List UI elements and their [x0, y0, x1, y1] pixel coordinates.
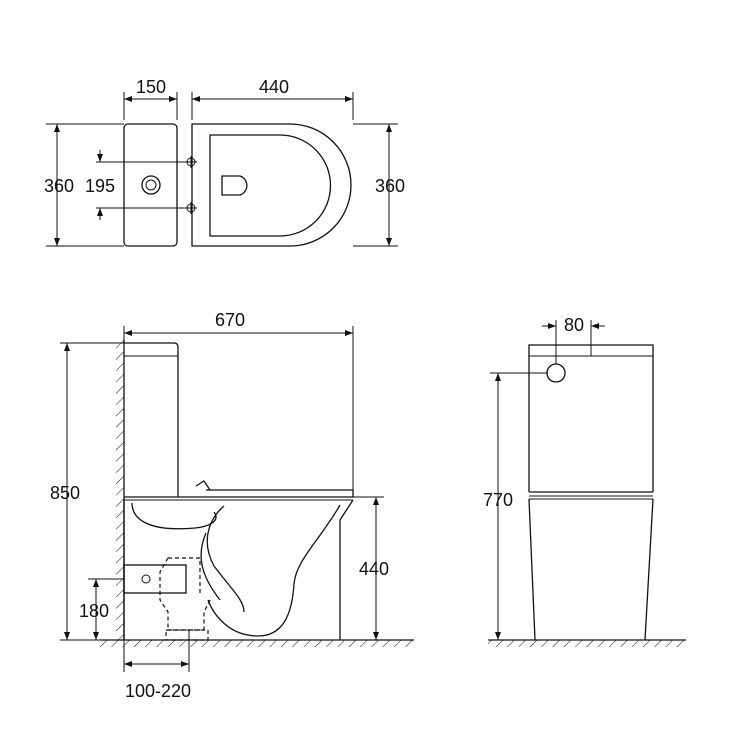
- front-view-tank: [528, 344, 654, 492]
- dim-bowl-length: 440: [259, 77, 289, 97]
- side-view-trapway: [131, 502, 245, 613]
- top-view-tank: [123, 123, 178, 247]
- dim-button-height: 770: [483, 490, 513, 510]
- dim-total-height: 850: [50, 483, 80, 503]
- side-view-tank: [124, 342, 179, 497]
- top-view-flush-button: [141, 175, 161, 195]
- dim-bowl-width: 360: [375, 176, 405, 196]
- top-view-drain: [221, 175, 248, 196]
- side-view-seat: [124, 489, 354, 498]
- side-view-body: [123, 499, 354, 640]
- dim-tank-depth: 150: [136, 77, 166, 97]
- dim-inlet-spacing: 195: [85, 176, 115, 196]
- dim-seat-height: 440: [359, 559, 389, 579]
- front-view-body: [528, 498, 654, 641]
- side-view-outlet-dashed: [159, 557, 211, 631]
- dim-tank-width: 360: [44, 176, 74, 196]
- front-view: 80 770: [483, 315, 686, 647]
- front-view-flush-button: [546, 363, 566, 383]
- dim-outlet-height: 180: [79, 601, 109, 621]
- side-view-outlet-pipe: [123, 564, 187, 594]
- wall-hatch: [116, 340, 124, 640]
- top-view-bowl-outline: [191, 123, 352, 247]
- dim-button-offset: 80: [564, 315, 584, 335]
- dim-total-length: 670: [215, 310, 245, 330]
- top-view-bowl-inner: [209, 134, 332, 237]
- side-view: 670 850 440 180 100-220: [50, 310, 414, 701]
- dim-wall-distance: 100-220: [125, 681, 191, 701]
- top-view: 150 440 360 195 360: [44, 77, 405, 247]
